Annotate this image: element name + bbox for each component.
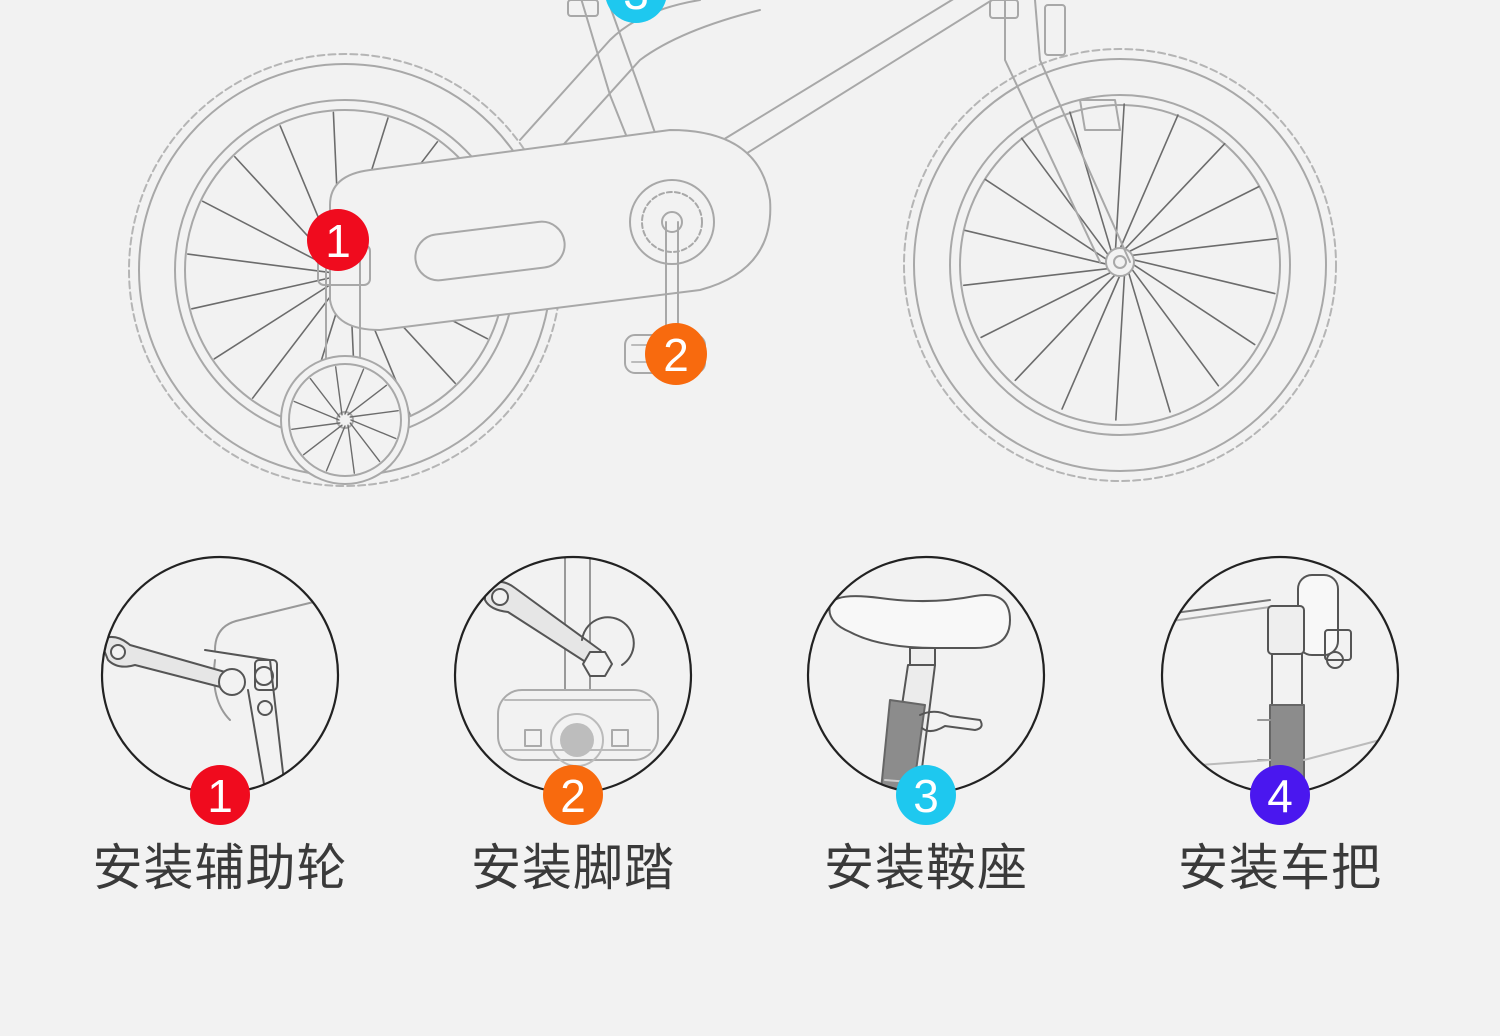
callout-3-number: 3 xyxy=(623,0,649,19)
spoke xyxy=(192,277,335,309)
step-1-icon xyxy=(100,557,338,793)
spoke xyxy=(1062,276,1120,409)
step-2-icon xyxy=(455,555,691,793)
chain-guard xyxy=(330,130,770,330)
spoke xyxy=(1134,265,1255,345)
spoke xyxy=(1120,115,1178,248)
step-4-label: 安装车把 xyxy=(1110,828,1450,900)
spoke xyxy=(214,280,338,359)
front-wheel xyxy=(904,49,1336,481)
spoke xyxy=(981,272,1111,337)
callout-2: 2 xyxy=(645,323,707,385)
spoke xyxy=(1129,187,1259,252)
step-2-label: 安装脚踏 xyxy=(403,828,743,900)
step-2-badge: 2 xyxy=(543,765,603,825)
callout-2-number: 2 xyxy=(663,329,689,381)
step-3-icon xyxy=(808,557,1044,800)
step-3-badge: 3 xyxy=(896,765,956,825)
step-3-number: 3 xyxy=(913,770,939,822)
spoke xyxy=(965,230,1106,264)
step-1-badge: 1 xyxy=(190,765,250,825)
step-4-badge: 4 xyxy=(1250,765,1310,825)
step-3-label: 安装鞍座 xyxy=(756,828,1096,900)
spoke xyxy=(1125,144,1225,249)
step-1-number: 1 xyxy=(207,770,233,822)
spoke xyxy=(964,269,1108,286)
callout-1: 1 xyxy=(307,209,369,271)
step-1-label: 安装辅助轮 xyxy=(50,828,390,900)
spoke xyxy=(1134,260,1275,294)
step-2-number: 2 xyxy=(560,770,586,822)
spoke xyxy=(985,179,1106,259)
step-4-icon xyxy=(1160,557,1398,800)
spoke xyxy=(1132,239,1276,256)
step-4-number: 4 xyxy=(1267,770,1293,822)
callout-1-number: 1 xyxy=(325,215,351,267)
spoke xyxy=(1015,275,1115,380)
spoke xyxy=(1116,275,1125,420)
